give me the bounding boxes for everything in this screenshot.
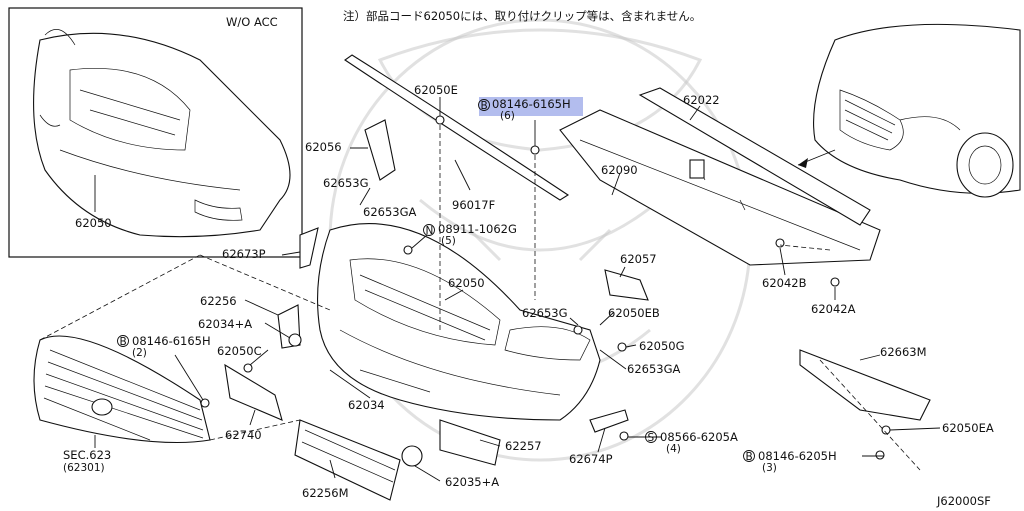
diagram-code: J62000SF <box>936 494 991 508</box>
callout-62050C[interactable]: 62050C <box>217 344 262 358</box>
callout-62034[interactable]: 62034 <box>348 398 385 412</box>
radiator-grille <box>33 335 211 443</box>
callout-62257[interactable]: 62257 <box>505 439 542 453</box>
callout-62050G[interactable]: 62050G <box>639 339 685 353</box>
callout-62653G-mid[interactable]: 62653G <box>522 306 568 320</box>
svg-text:B: B <box>120 336 127 348</box>
callout-62674P[interactable]: 62674P <box>569 452 613 466</box>
callout-62042A[interactable]: 62042A <box>811 302 856 316</box>
callout-08146-6165H-left[interactable]: 08146-6165H <box>132 334 211 348</box>
callout-62057[interactable]: 62057 <box>620 252 657 266</box>
callout-62034-plus-a[interactable]: 62034+A <box>198 317 252 331</box>
callout-08911-1062G-qty: (5) <box>441 235 456 247</box>
assembly-lines <box>39 125 921 471</box>
header-note: 注）部品コード62050には、取り付けクリップ等は、含まれません。 <box>343 9 701 23</box>
bracket-62057 <box>604 269 649 301</box>
callout-62042B[interactable]: 62042B <box>762 276 807 290</box>
svg-text:B: B <box>481 100 488 112</box>
callout-62673P[interactable]: 62673P <box>222 247 266 261</box>
callout-62256M[interactable]: 62256M <box>302 486 349 500</box>
callout-62256[interactable]: 62256 <box>200 294 237 308</box>
callout-62035-plus-a[interactable]: 62035+A <box>445 475 499 489</box>
callout-08566-6205A-qty: (4) <box>666 443 681 455</box>
bracket-62673P <box>299 227 319 269</box>
callout-62653GA-mid[interactable]: 62653GA <box>627 362 680 376</box>
license-bracket <box>224 363 283 421</box>
callout-96017F[interactable]: 96017F <box>452 198 495 212</box>
callout-sec-623[interactable]: SEC.623 <box>63 448 111 462</box>
callout-08566-6205A[interactable]: 08566-6205A <box>660 430 738 444</box>
callout-62056[interactable]: 62056 <box>305 140 342 154</box>
bracket-62056 <box>364 119 396 181</box>
svg-text:S: S <box>648 432 655 444</box>
svg-text:N: N <box>426 225 434 237</box>
svg-text:B: B <box>746 451 753 463</box>
lower-grille-62256M <box>294 419 401 501</box>
callout-08146-6205H-qty: (3) <box>762 462 777 474</box>
callout-62653GA[interactable]: 62653GA <box>363 205 416 219</box>
highlight-08146-6165H <box>479 97 583 116</box>
callout-62050EB[interactable]: 62050EB <box>608 306 660 320</box>
callout-08146-6205H[interactable]: 08146-6205H <box>758 449 837 463</box>
callout-62022[interactable]: 62022 <box>683 93 720 107</box>
leader-lines <box>94 97 941 482</box>
callout-62050E[interactable]: 62050E <box>414 83 458 97</box>
inset-panel: W/O ACC 62050 <box>8 7 303 258</box>
callout-62050-main[interactable]: 62050 <box>448 276 485 290</box>
callout-62653G[interactable]: 62653G <box>323 176 369 190</box>
callout-inset-62050[interactable]: 62050 <box>75 216 112 230</box>
inset-label: W/O ACC <box>226 15 278 29</box>
callout-08911-1062G[interactable]: 08911-1062G <box>438 222 517 236</box>
fog-cover-62257 <box>439 419 501 466</box>
fasteners <box>200 115 891 460</box>
callout-62090[interactable]: 62090 <box>601 163 638 177</box>
callout-08146-6165H[interactable]: 08146-6165H <box>492 97 571 111</box>
upper-molding <box>344 54 570 201</box>
vehicle-illustration <box>797 23 1021 198</box>
callout-62663M[interactable]: 62663M <box>880 345 927 359</box>
callout-sec-623-sub: (62301) <box>63 462 105 474</box>
fog-ring <box>401 445 423 467</box>
callout-62050EA[interactable]: 62050EA <box>942 421 994 435</box>
callout-08146-6165H-qty: (6) <box>500 110 515 122</box>
bracket-62674P <box>589 409 629 433</box>
inset-bumper-drawing <box>33 29 291 238</box>
reinforcement-beam <box>559 87 881 266</box>
callout-08146-6165H-left-qty: (2) <box>132 347 147 359</box>
undercover-62663M <box>799 349 931 421</box>
front-bumper-fascia <box>317 223 601 421</box>
callout-62740[interactable]: 62740 <box>225 428 262 442</box>
